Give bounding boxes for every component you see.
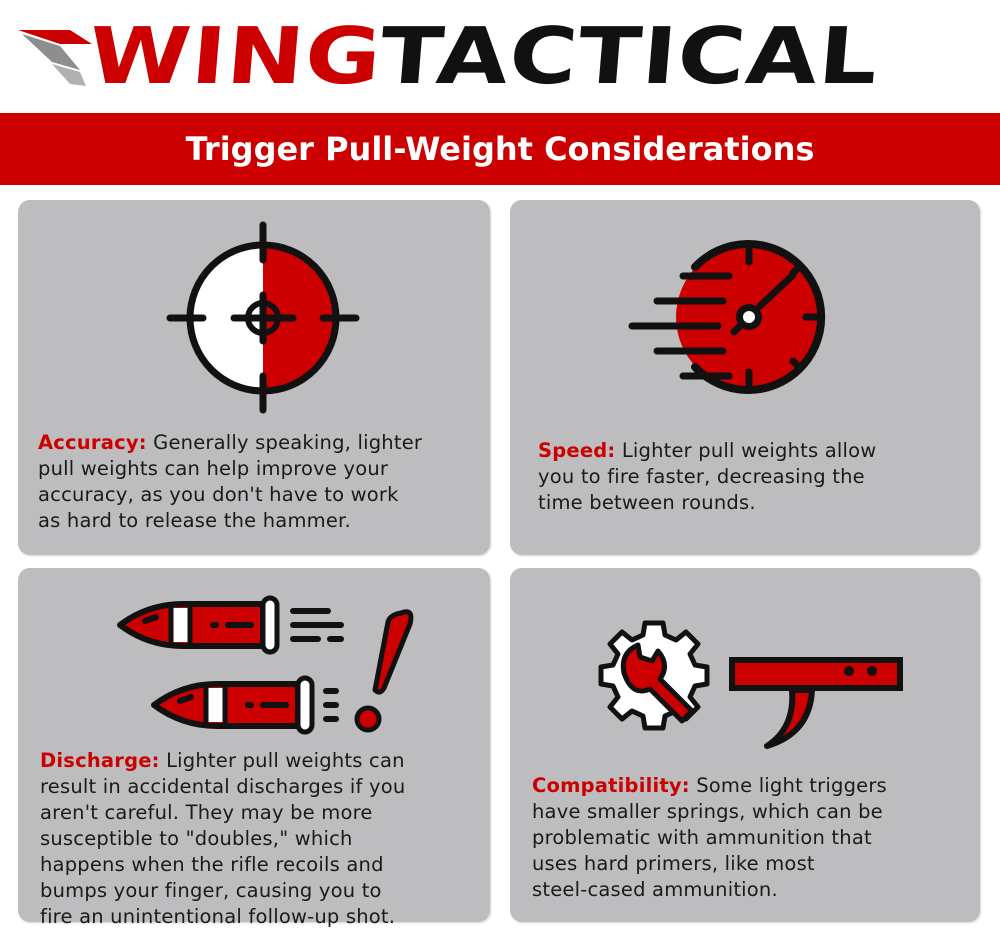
stopwatch-speed-icon <box>628 240 826 394</box>
card-label: Accuracy: <box>38 431 147 454</box>
card-discharge-text: Discharge: Lighter pull weights can resu… <box>40 748 480 930</box>
text-line: steel-cased ammunition. <box>532 878 778 901</box>
card-label: Speed: <box>538 439 616 462</box>
text-line: accuracy, as you don't have to work <box>38 483 399 506</box>
text-line: time between rounds. <box>538 491 756 514</box>
text-line: have smaller springs, which can be <box>532 800 883 823</box>
text-line: you to fire faster, decreasing the <box>538 465 865 488</box>
card-compatibility-text: Compatibility: Some light triggers have … <box>532 773 972 903</box>
card-speed-text: Speed: Lighter pull weights allow you to… <box>538 438 968 516</box>
text-line: susceptible to "doubles," which <box>40 827 353 850</box>
logo-wordmark: WINGTACTICAL <box>85 12 882 102</box>
logo-wing-text: WING <box>85 12 384 102</box>
gear-wrench-trigger-icon <box>598 620 903 749</box>
text-line: pull weights can help improve your <box>38 457 389 480</box>
text-line: problematic with ammunition that <box>532 826 872 849</box>
text-line: Lighter pull weights can <box>159 749 405 772</box>
card-discharge: Discharge: Lighter pull weights can resu… <box>18 568 490 928</box>
card-label: Compatibility: <box>532 774 690 797</box>
card-compatibility: Compatibility: Some light triggers have … <box>510 568 980 922</box>
text-line: bumps your finger, causing you to <box>40 879 382 902</box>
title-banner: Trigger Pull-Weight Considerations <box>0 113 1000 185</box>
text-line: fire an unintentional follow-up shot. <box>40 905 396 928</box>
text-line: happens when the rifle recoils and <box>40 853 384 876</box>
text-line: as hard to release the hammer. <box>38 509 351 532</box>
logo-tactical-text: TACTICAL <box>376 12 883 102</box>
text-line: uses hard primers, like most <box>532 852 815 875</box>
gear-icon <box>598 620 710 731</box>
card-label: Discharge: <box>40 749 160 772</box>
text-line: aren't careful. They may be more <box>40 801 373 824</box>
brand-logo: WINGTACTICAL <box>0 0 1000 110</box>
card-accuracy-text: Accuracy: Generally speaking, lighter pu… <box>38 430 478 534</box>
text-line: result in accidental discharges if you <box>40 775 406 798</box>
card-speed: Speed: Lighter pull weights allow you to… <box>510 200 980 555</box>
card-accuracy: Accuracy: Generally speaking, lighter pu… <box>18 200 490 555</box>
crosshair-target-icon <box>166 221 360 414</box>
wing-feathers-icon <box>18 30 92 86</box>
page-title: Trigger Pull-Weight Considerations <box>185 130 815 168</box>
text-line: Some light triggers <box>689 774 887 797</box>
text-line: Generally speaking, lighter <box>146 431 423 454</box>
text-line: Lighter pull weights allow <box>615 439 877 462</box>
bullets-exclamation-icon <box>117 595 414 735</box>
